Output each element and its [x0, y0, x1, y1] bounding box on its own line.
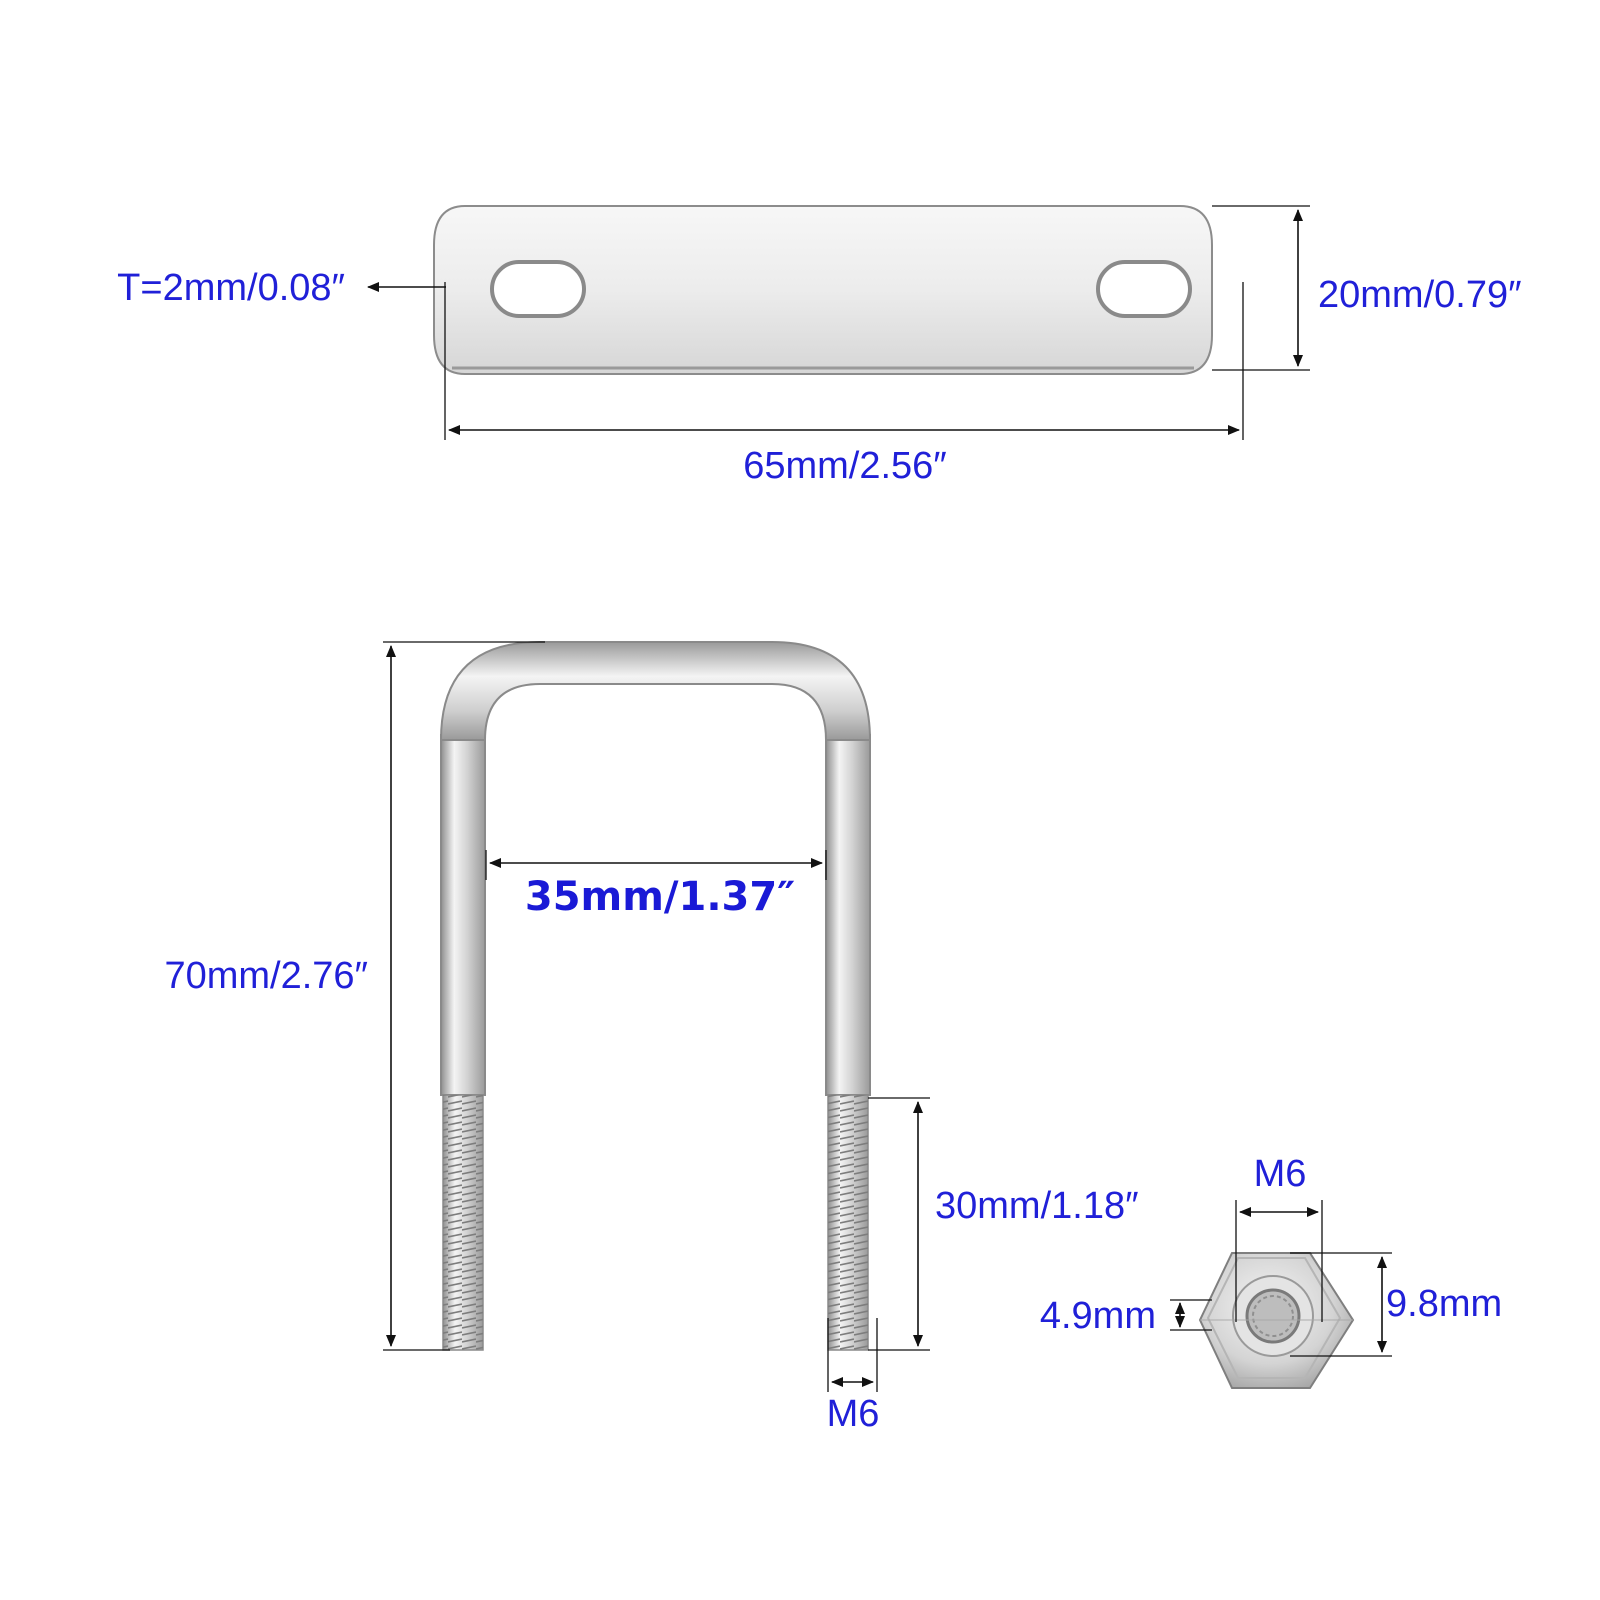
plate-slot-left [490, 260, 586, 318]
hex-nut [1198, 1252, 1355, 1389]
mounting-plate [433, 205, 1213, 375]
nut-thickness-label: 4.9mm [1040, 1295, 1156, 1337]
right-thread-texture [828, 1095, 868, 1350]
inner-width-label: 35mm/1.37″ [525, 874, 795, 920]
bolt-height-label: 70mm/2.76″ [164, 955, 368, 997]
u-bolt-left-leg [440, 734, 486, 1096]
plate-thickness-label: T=2mm/0.08″ [117, 267, 345, 309]
nut-hole-thread [1252, 1295, 1294, 1337]
nut-dimensions: M6 4.9mm 9.8mm [1040, 1153, 1502, 1357]
nut-hole [1245, 1288, 1301, 1344]
plate-slot-right [1096, 260, 1192, 318]
thread-length-label: 30mm/1.18″ [935, 1185, 1139, 1227]
u-bolt-bend [439, 641, 872, 741]
plate-dimensions: T=2mm/0.08″ 20mm/0.79″ 65mm/2.56″ [117, 205, 1522, 487]
plate-body [433, 205, 1213, 375]
u-bolt [439, 641, 872, 1351]
plate-height-label: 20mm/0.79″ [1318, 274, 1522, 316]
nut-width-label: 9.8mm [1386, 1283, 1502, 1325]
plate-length-label: 65mm/2.56″ [743, 445, 947, 487]
nut-thread-size-label: M6 [1254, 1153, 1307, 1195]
nut-face [1206, 1257, 1342, 1379]
left-thread-texture [443, 1095, 483, 1350]
bolt-thread-size-label: M6 [827, 1393, 880, 1435]
u-bolt-right-leg [825, 734, 871, 1096]
u-bolt-dimensions: 70mm/2.76″ 35mm/1.37″ 30mm/1.18″ M6 [164, 641, 1139, 1435]
